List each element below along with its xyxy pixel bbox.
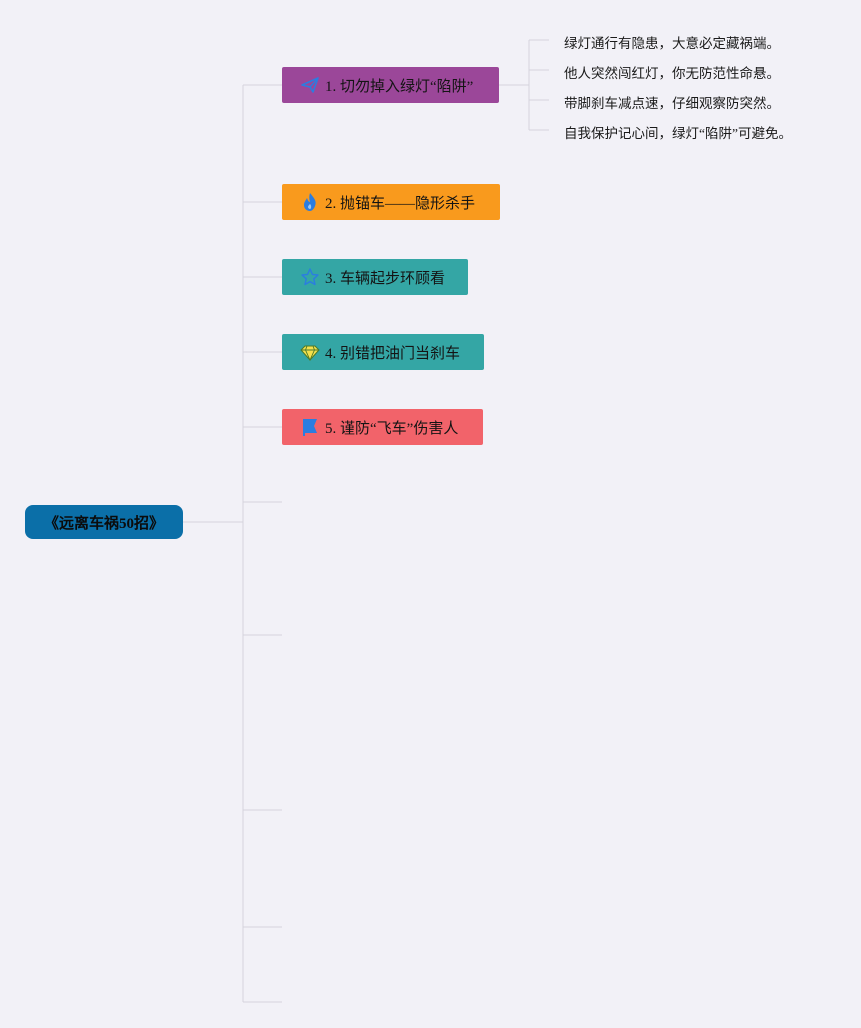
paper-plane-icon <box>300 75 320 95</box>
branch-label: 4. 别错把油门当刹车 <box>325 345 461 362</box>
star-icon <box>300 267 320 287</box>
branch-topic-1[interactable]: 1. 切勿掉入绿灯“陷阱” <box>282 67 499 103</box>
flame-icon <box>300 192 320 212</box>
root-topic[interactable]: 《远离车祸50招》 <box>25 505 183 539</box>
sub-topic[interactable]: 他人突然闯红灯，你无防范性命悬。 <box>564 66 780 81</box>
branch-label: 3. 车辆起步环顾看 <box>325 270 446 287</box>
branch-topic-5[interactable]: 5. 谨防“飞车”伤害人 <box>282 409 483 445</box>
flag-icon <box>300 417 320 437</box>
sub-topic[interactable]: 绿灯通行有隐患，大意必定藏祸端。 <box>564 36 780 51</box>
branch-label: 5. 谨防“飞车”伤害人 <box>325 420 459 437</box>
branch-topic-4[interactable]: 4. 别错把油门当刹车 <box>282 334 484 370</box>
diamond-icon <box>300 342 320 362</box>
sub-topic[interactable]: 自我保护记心间，绿灯“陷阱”可避免。 <box>564 126 792 141</box>
sub-topic[interactable]: 带脚刹车减点速，仔细观察防突然。 <box>564 96 780 111</box>
branch-topic-3[interactable]: 3. 车辆起步环顾看 <box>282 259 468 295</box>
branch-label: 2. 抛锚车——隐形杀手 <box>325 195 476 212</box>
branch-topic-2[interactable]: 2. 抛锚车——隐形杀手 <box>282 184 500 220</box>
branch-label: 1. 切勿掉入绿灯“陷阱” <box>325 78 474 95</box>
